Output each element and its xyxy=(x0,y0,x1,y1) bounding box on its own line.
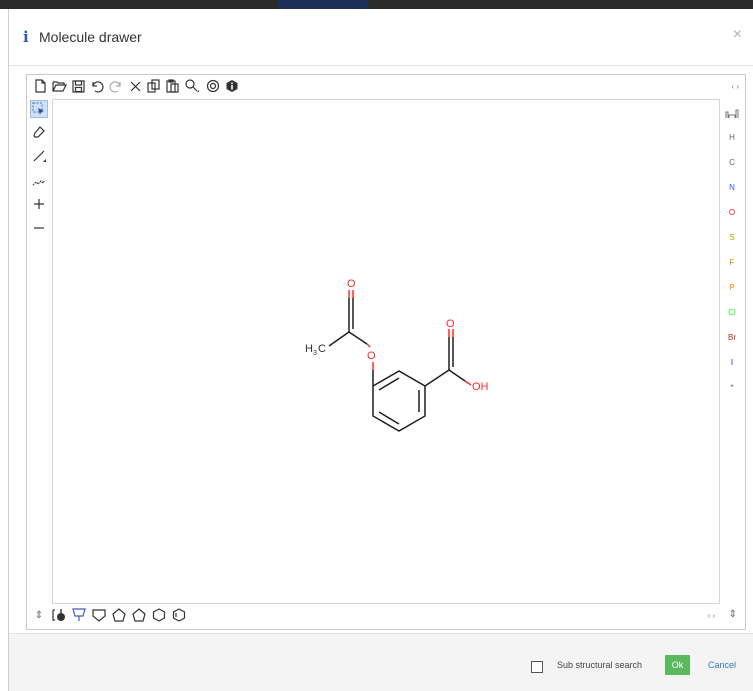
save-icon[interactable] xyxy=(70,78,86,94)
top-notch xyxy=(278,0,368,9)
element-button-br[interactable]: Br xyxy=(728,333,736,342)
top-toolbar: ‹ › xyxy=(27,75,745,99)
ok-button[interactable]: Ok xyxy=(665,655,690,675)
open-folder-icon[interactable] xyxy=(51,78,67,94)
redo-icon[interactable] xyxy=(108,78,124,94)
benzene-ring xyxy=(372,370,426,432)
template-icon[interactable] xyxy=(51,607,67,623)
hetero-bonds xyxy=(348,290,472,386)
element-button-i[interactable]: I xyxy=(730,358,734,367)
atom-methyl-c: C xyxy=(318,343,326,355)
atom-o-ester: O xyxy=(367,350,376,362)
molecule-drawer-dialog: i Molecule drawer × xyxy=(8,9,753,691)
element-button-cl[interactable]: Cl xyxy=(728,308,736,317)
bond-o-carbonyl xyxy=(348,331,368,345)
molecule-structure: O O O OH H 3 C xyxy=(305,278,489,432)
collapse-toggle[interactable]: ‹ › xyxy=(731,82,739,91)
element-button-p[interactable]: P xyxy=(729,283,735,292)
charge-plus-icon[interactable] xyxy=(30,195,48,213)
atom-o-carbonyl: O xyxy=(347,278,356,290)
benzene-icon[interactable] xyxy=(171,607,187,623)
funnel-icon[interactable] xyxy=(71,607,87,623)
aromatic-inner-1 xyxy=(378,377,400,391)
cancel-button[interactable]: Cancel xyxy=(708,660,737,670)
select-icon[interactable] xyxy=(30,100,48,118)
element-button-s[interactable]: S xyxy=(729,233,735,242)
element-button-h[interactable]: H xyxy=(729,133,735,142)
resize-vertical-right[interactable]: ⇕ xyxy=(728,609,737,620)
info-icon[interactable] xyxy=(224,78,240,94)
atom-o-acid: O xyxy=(446,318,455,330)
resize-vertical-left[interactable]: ⇕ xyxy=(34,609,44,621)
left-toolbar xyxy=(27,99,51,604)
aromatic-inner-3 xyxy=(378,411,400,425)
copy-icon[interactable] xyxy=(146,78,162,94)
dialog-title: Molecule drawer xyxy=(39,29,142,45)
atom-oh: OH xyxy=(472,381,489,393)
close-button[interactable]: × xyxy=(732,26,742,43)
element-button-f[interactable]: F xyxy=(729,258,735,267)
info-icon: i xyxy=(23,28,29,46)
element-button-n[interactable]: N xyxy=(729,183,735,192)
collapse-toggle-bottom[interactable]: ‹ › xyxy=(707,611,715,620)
bond-icon[interactable] xyxy=(30,147,48,165)
dialog-header: i Molecule drawer × xyxy=(9,9,753,66)
cyclopentane-icon[interactable] xyxy=(131,607,147,623)
atom-methyl-sub: 3 xyxy=(313,350,317,357)
cyclobutane-icon[interactable] xyxy=(111,607,127,623)
dialog-footer: Sub structural search Ok Cancel xyxy=(9,633,753,691)
substructure-checkbox[interactable] xyxy=(531,661,543,673)
element-button-wildcard[interactable]: * xyxy=(730,383,734,392)
cyclohexane-icon[interactable] xyxy=(151,607,167,623)
molecule-editor: ‹ › xyxy=(26,74,746,630)
atom-labels: O O O OH H 3 C xyxy=(305,278,489,393)
center-icon[interactable] xyxy=(205,78,221,94)
charge-minus-icon[interactable] xyxy=(30,219,48,237)
bond-methyl xyxy=(328,331,350,347)
drawing-canvas[interactable]: O O O OH H 3 C xyxy=(52,99,720,604)
bond-cooh-oh xyxy=(448,369,466,382)
element-button-o[interactable]: O xyxy=(728,208,736,217)
zoom-icon[interactable] xyxy=(184,78,200,94)
bonds xyxy=(328,298,466,432)
element-button-c[interactable]: C xyxy=(729,158,735,167)
eraser-icon[interactable] xyxy=(30,123,48,141)
clear-icon[interactable] xyxy=(127,78,143,94)
substructure-label: Sub structural search xyxy=(557,660,643,670)
undo-icon[interactable] xyxy=(89,78,105,94)
paste-icon[interactable] xyxy=(165,78,181,94)
chain-icon[interactable] xyxy=(30,171,48,189)
bond-ring-carboxyl xyxy=(424,369,450,387)
new-document-icon[interactable] xyxy=(32,78,48,94)
atom-methyl-h: H xyxy=(305,343,313,355)
bottom-toolbar: ⇕ ‹ › ⇕ xyxy=(27,603,745,629)
periodic-table-icon[interactable] xyxy=(719,104,745,124)
cyclopropane-icon[interactable] xyxy=(91,607,107,623)
browser-top-strip xyxy=(0,0,753,9)
